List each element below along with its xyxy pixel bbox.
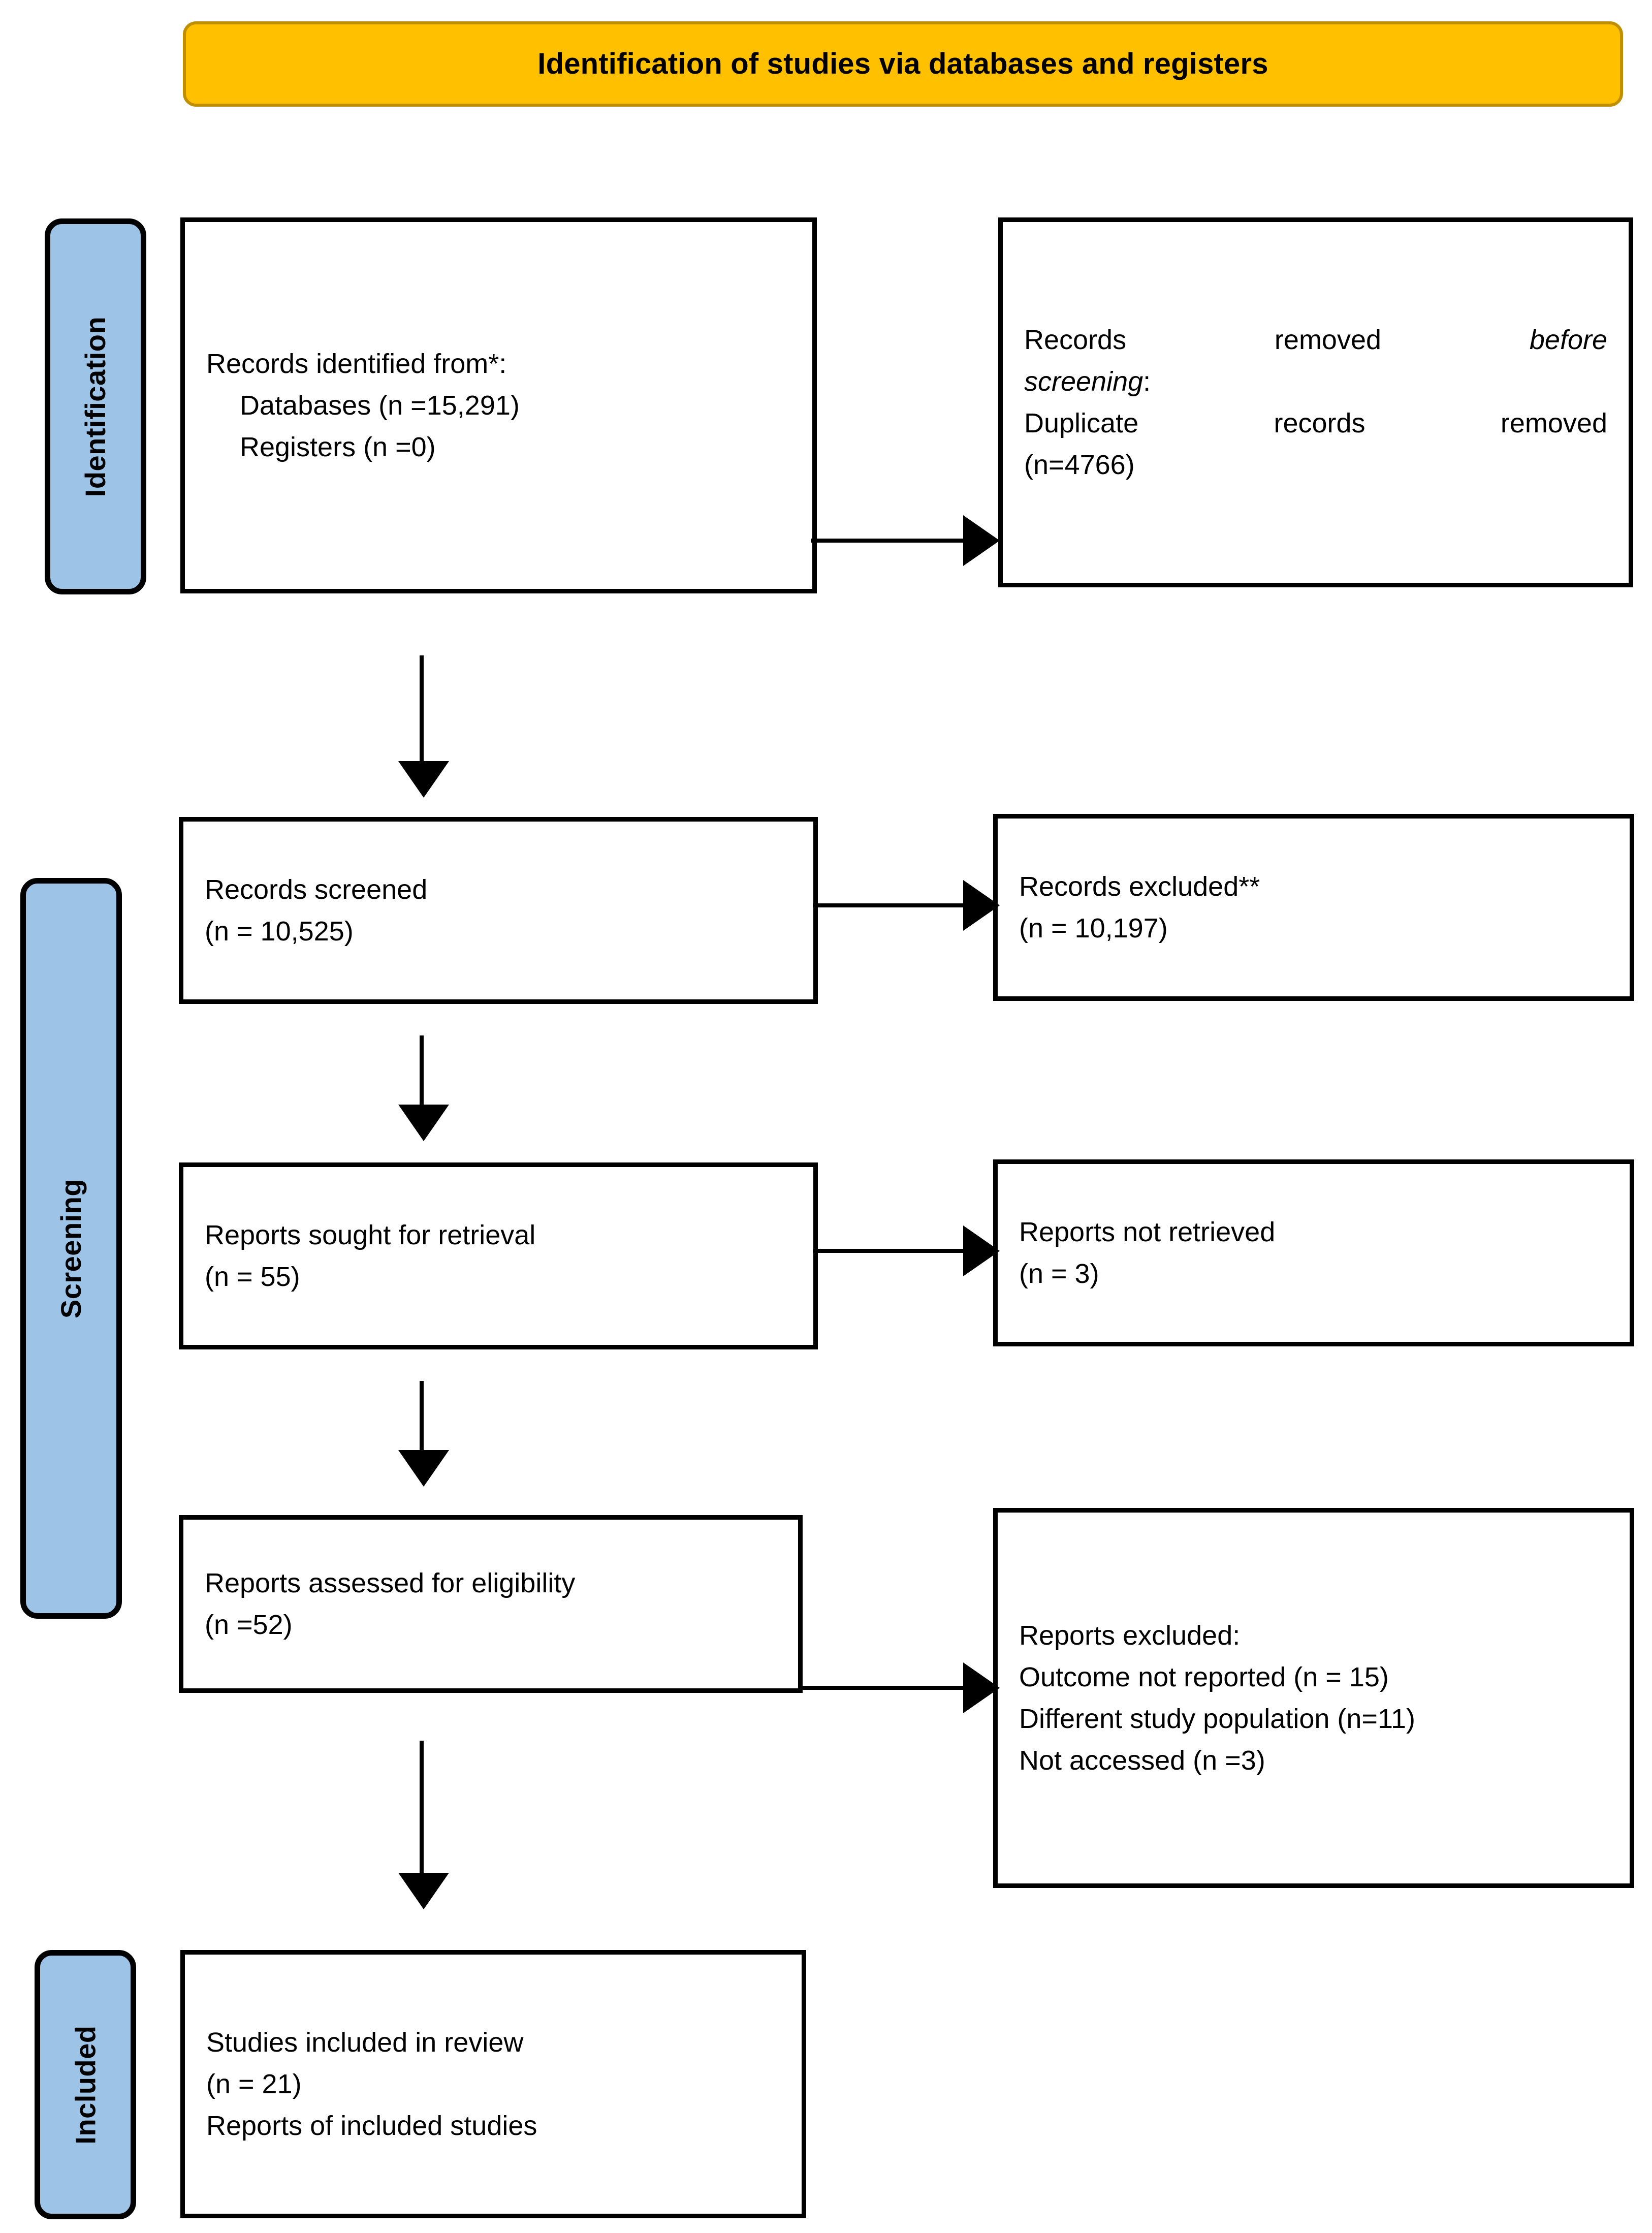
records-removed-heading-line2: screening: xyxy=(1024,361,1607,402)
arrow-screened-to-excluded-head-icon xyxy=(963,880,1000,931)
arrow-screened-to-excluded-line xyxy=(813,903,968,907)
arrow-assessed-to-reports-excluded-head-icon xyxy=(963,1662,1000,1713)
studies-included-count: (n = 21) xyxy=(206,2068,302,2099)
phase-label-included: Included xyxy=(35,1950,136,2219)
box-reports-not-retrieved: Reports not retrieved (n = 3) xyxy=(993,1159,1634,1346)
reports-excluded-reason-not-accessed: Not accessed (n =3) xyxy=(1019,1745,1265,1776)
records-screened-count: (n = 10,525) xyxy=(205,916,354,947)
records-removed-heading-text: Records removed xyxy=(1024,324,1530,355)
arrow-sought-to-assessed-line xyxy=(420,1381,424,1452)
phase-label-screening-text: Screening xyxy=(55,1178,87,1318)
arrow-screened-to-sought-line xyxy=(420,1035,424,1107)
phase-label-included-text: Included xyxy=(69,2025,102,2145)
reports-excluded-reason-outcome: Outcome not reported (n = 15) xyxy=(1019,1661,1389,1692)
records-identified-registers: Registers (n =0) xyxy=(240,432,436,463)
arrow-sought-to-not-retrieved-head-icon xyxy=(963,1225,1000,1276)
records-identified-heading: Records identified from*: xyxy=(206,348,507,379)
records-excluded-label: Records excluded** xyxy=(1019,871,1260,902)
reports-sought-count: (n = 55) xyxy=(205,1262,300,1292)
diagram-title: Identification of studies via databases … xyxy=(537,47,1268,81)
arrow-assessed-to-included-line xyxy=(420,1741,424,1875)
arrow-assessed-to-included-head-icon xyxy=(398,1873,449,1909)
records-identified-databases: Databases (n =15,291) xyxy=(240,390,520,421)
diagram-title-banner: Identification of studies via databases … xyxy=(183,21,1623,107)
studies-included-label: Studies included in review xyxy=(206,2027,524,2058)
reports-assessed-label: Reports assessed for eligibility xyxy=(205,1567,576,1598)
box-studies-included: Studies included in review (n = 21) Repo… xyxy=(180,1950,806,2218)
box-reports-assessed-for-eligibility: Reports assessed for eligibility (n =52) xyxy=(179,1515,803,1693)
box-records-excluded: Records excluded** (n = 10,197) xyxy=(993,814,1634,1001)
records-excluded-count: (n = 10,197) xyxy=(1019,913,1168,943)
arrow-identified-to-screened-head-icon xyxy=(398,761,449,798)
reports-of-included-studies-label: Reports of included studies xyxy=(206,2111,537,2142)
arrow-identified-to-screened-line xyxy=(420,655,424,763)
duplicate-records-removed-label: Duplicate records removed xyxy=(1024,408,1607,438)
records-removed-before-italic: before xyxy=(1529,324,1607,355)
arrow-identified-to-removed-line xyxy=(811,539,968,543)
records-removed-colon: : xyxy=(1143,366,1151,397)
arrow-assessed-to-reports-excluded-line xyxy=(799,1686,968,1690)
box-reports-excluded: Reports excluded: Outcome not reported (… xyxy=(993,1508,1634,1888)
reports-not-retrieved-count: (n = 3) xyxy=(1019,1259,1099,1289)
reports-not-retrieved-label: Reports not retrieved xyxy=(1019,1216,1276,1247)
box-records-identified: Records identified from*: Databases (n =… xyxy=(180,217,817,593)
arrow-sought-to-assessed-head-icon xyxy=(398,1450,449,1487)
reports-sought-label: Reports sought for retrieval xyxy=(205,1219,536,1250)
records-removed-heading-line1: Records removed before xyxy=(1024,319,1607,361)
phase-label-identification: Identification xyxy=(45,218,146,594)
box-reports-sought-for-retrieval: Reports sought for retrieval (n = 55) xyxy=(179,1162,818,1349)
arrow-identified-to-removed-head-icon xyxy=(963,515,1000,566)
phase-label-identification-text: Identification xyxy=(79,316,112,497)
box-records-removed-before-screening: Records removed before screening: Duplic… xyxy=(998,217,1633,587)
phase-label-screening: Screening xyxy=(20,878,122,1619)
records-removed-screening-italic: screening xyxy=(1024,366,1143,397)
arrow-sought-to-not-retrieved-line xyxy=(813,1249,968,1253)
box-records-screened: Records screened (n = 10,525) xyxy=(179,817,818,1004)
reports-excluded-reason-population: Different study population (n=11) xyxy=(1019,1704,1415,1734)
reports-assessed-count: (n =52) xyxy=(205,1610,293,1640)
duplicate-records-removed-count: (n=4766) xyxy=(1024,450,1135,481)
arrow-screened-to-sought-head-icon xyxy=(398,1105,449,1141)
reports-excluded-heading: Reports excluded: xyxy=(1019,1620,1241,1651)
records-screened-label: Records screened xyxy=(205,874,428,905)
